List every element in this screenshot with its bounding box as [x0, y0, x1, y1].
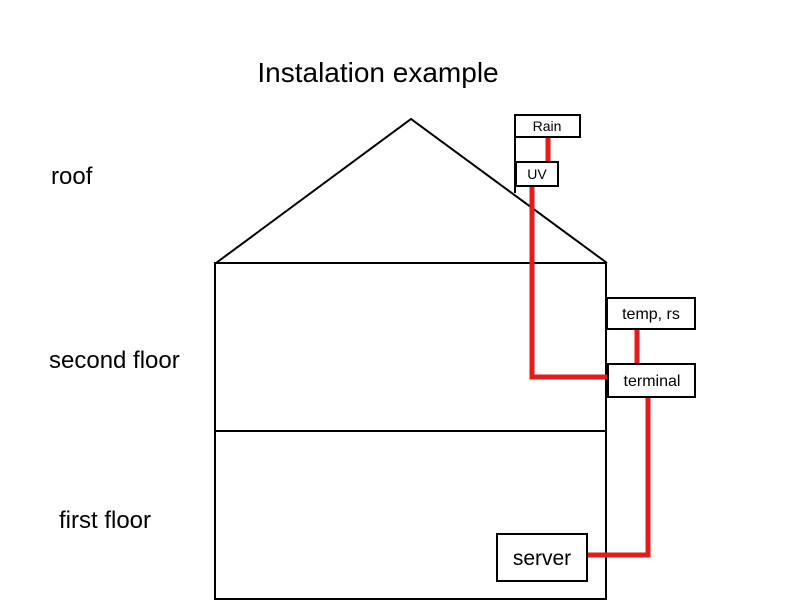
- cable-terminal-server: [587, 397, 651, 558]
- terminal-box: [607, 363, 696, 398]
- cable-uv-terminal: [529, 186, 608, 380]
- floor-label-roof: roof: [51, 163, 93, 190]
- rain-sensor-box: [514, 114, 581, 138]
- floor-label-first: first floor: [59, 507, 151, 534]
- uv-sensor: UV: [515, 161, 559, 187]
- uv-sensor-box: [515, 161, 559, 187]
- uv-sensor-label: UV: [527, 166, 547, 182]
- server-box: [496, 533, 588, 582]
- rain-sensor-label: Rain: [533, 118, 562, 134]
- temp-rs-box: [606, 297, 696, 330]
- terminal-device: terminal: [607, 363, 696, 398]
- temp-rs-label: temp, rs: [622, 306, 680, 323]
- server-device: server: [496, 533, 588, 582]
- diagram-title: Instalation example: [257, 57, 498, 88]
- floor-label-second: second floor: [49, 347, 180, 374]
- rain-sensor: Rain: [514, 114, 581, 138]
- server-label: server: [513, 547, 571, 570]
- house-roof: [215, 117, 608, 264]
- temp-rs-sensor: temp, rs: [606, 297, 696, 330]
- terminal-label: terminal: [624, 373, 681, 390]
